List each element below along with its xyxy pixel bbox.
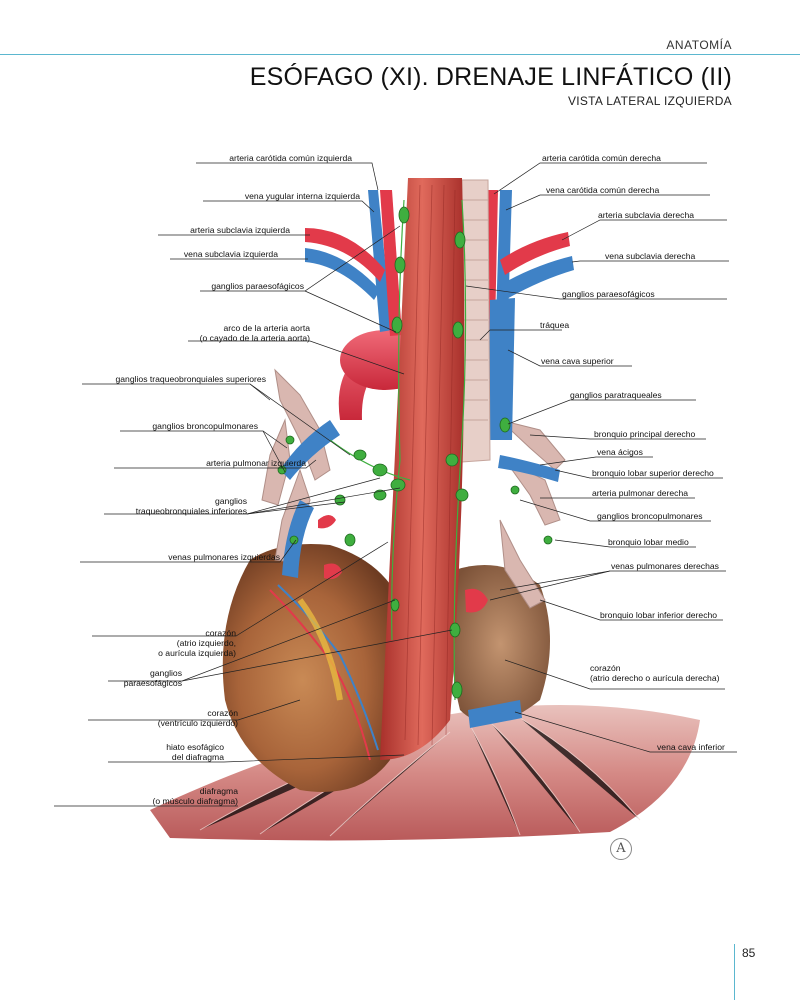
page-subtitle: VISTA LATERAL IZQUIERDA (567, 94, 732, 108)
label-right-lower-lobar-bronchus: bronquio lobar inferior derecho (600, 610, 718, 620)
label-right-carotid-vein: vena carótida común derecha (546, 185, 660, 195)
section-label: ANATOMÍA (666, 38, 732, 52)
label-left-atrium: corazón (atrio izquierdo, o aurícula izq… (158, 628, 236, 658)
label-left-bronchopulmonary-nodes: ganglios broncopulmonares (152, 421, 258, 431)
left-ventricle-shape (222, 544, 400, 792)
header-rule (0, 54, 800, 55)
label-right-atrium: corazón (atrio derecho o aurícula derech… (590, 663, 720, 683)
label-left-jugular-vein: vena yugular interna izquierda (244, 191, 360, 201)
label-left-paraesophageal-nodes-lower: ganglios paraesofágicos (123, 668, 182, 688)
label-inferior-vena-cava: vena cava inferior (657, 742, 725, 752)
label-trachea: tráquea (540, 320, 570, 330)
label-right-subclavian-artery: arteria subclavia derecha (598, 210, 695, 220)
label-right-carotid-artery: arteria carótida común derecha (542, 153, 661, 163)
label-azygos-vein: vena ácigos (597, 447, 643, 457)
label-left-subclavian-vein: vena subclavia izquierda (183, 249, 278, 259)
label-superior-tracheobronchial-nodes: ganglios traqueobronquiales superiores (115, 374, 267, 384)
publisher-logo: A (610, 838, 632, 860)
page-number-rule (734, 944, 735, 1000)
label-paratracheal-nodes: ganglios paratraqueales (570, 390, 662, 400)
leader-lines-right (465, 162, 737, 753)
label-right-pulmonary-artery: arteria pulmonar derecha (592, 488, 689, 498)
label-right-bronchopulmonary-nodes: ganglios broncopulmonares (597, 511, 703, 521)
esophagus-shape (380, 178, 465, 760)
label-diaphragm: diafragma (o músculo diafragma) (152, 786, 239, 806)
label-middle-lobar-bronchus: bronquio lobar medio (608, 537, 689, 547)
label-left-ventricle: corazón (ventrículo izquierdo) (157, 708, 238, 728)
leader-lines-left (54, 162, 453, 807)
label-left-pulmonary-artery: arteria pulmonar izquierda (206, 458, 306, 468)
label-right-pulmonary-veins: venas pulmonares derechas (611, 561, 719, 571)
label-left-paraesophageal-nodes-upper: ganglios paraesofágicos (211, 281, 304, 291)
label-right-paraesophageal-nodes: ganglios paraesofágicos (562, 289, 655, 299)
page-title: ESÓFAGO (XI). DRENAJE LINFÁTICO (II) (249, 63, 732, 91)
label-right-upper-lobar-bronchus: bronquio lobar superior derecho (592, 468, 714, 478)
label-aortic-arch: arco de la arteria aorta (o cayado de la… (199, 323, 310, 343)
label-superior-vena-cava: vena cava superior (541, 356, 614, 366)
page-number: 85 (742, 946, 756, 960)
label-left-pulmonary-veins: venas pulmonares izquierdas (168, 552, 280, 562)
label-right-main-bronchus: bronquio principal derecho (594, 429, 696, 439)
label-esophageal-hiatus: hiato esofágico del diafragma (166, 742, 224, 762)
label-left-subclavian-artery: arteria subclavia izquierda (190, 225, 290, 235)
label-left-carotid-artery: arteria carótida común izquierda (229, 153, 352, 163)
label-right-subclavian-vein: vena subclavia derecha (605, 251, 696, 261)
label-inferior-tracheobronchial-nodes: ganglios traqueobronquiales inferiores (135, 496, 247, 516)
